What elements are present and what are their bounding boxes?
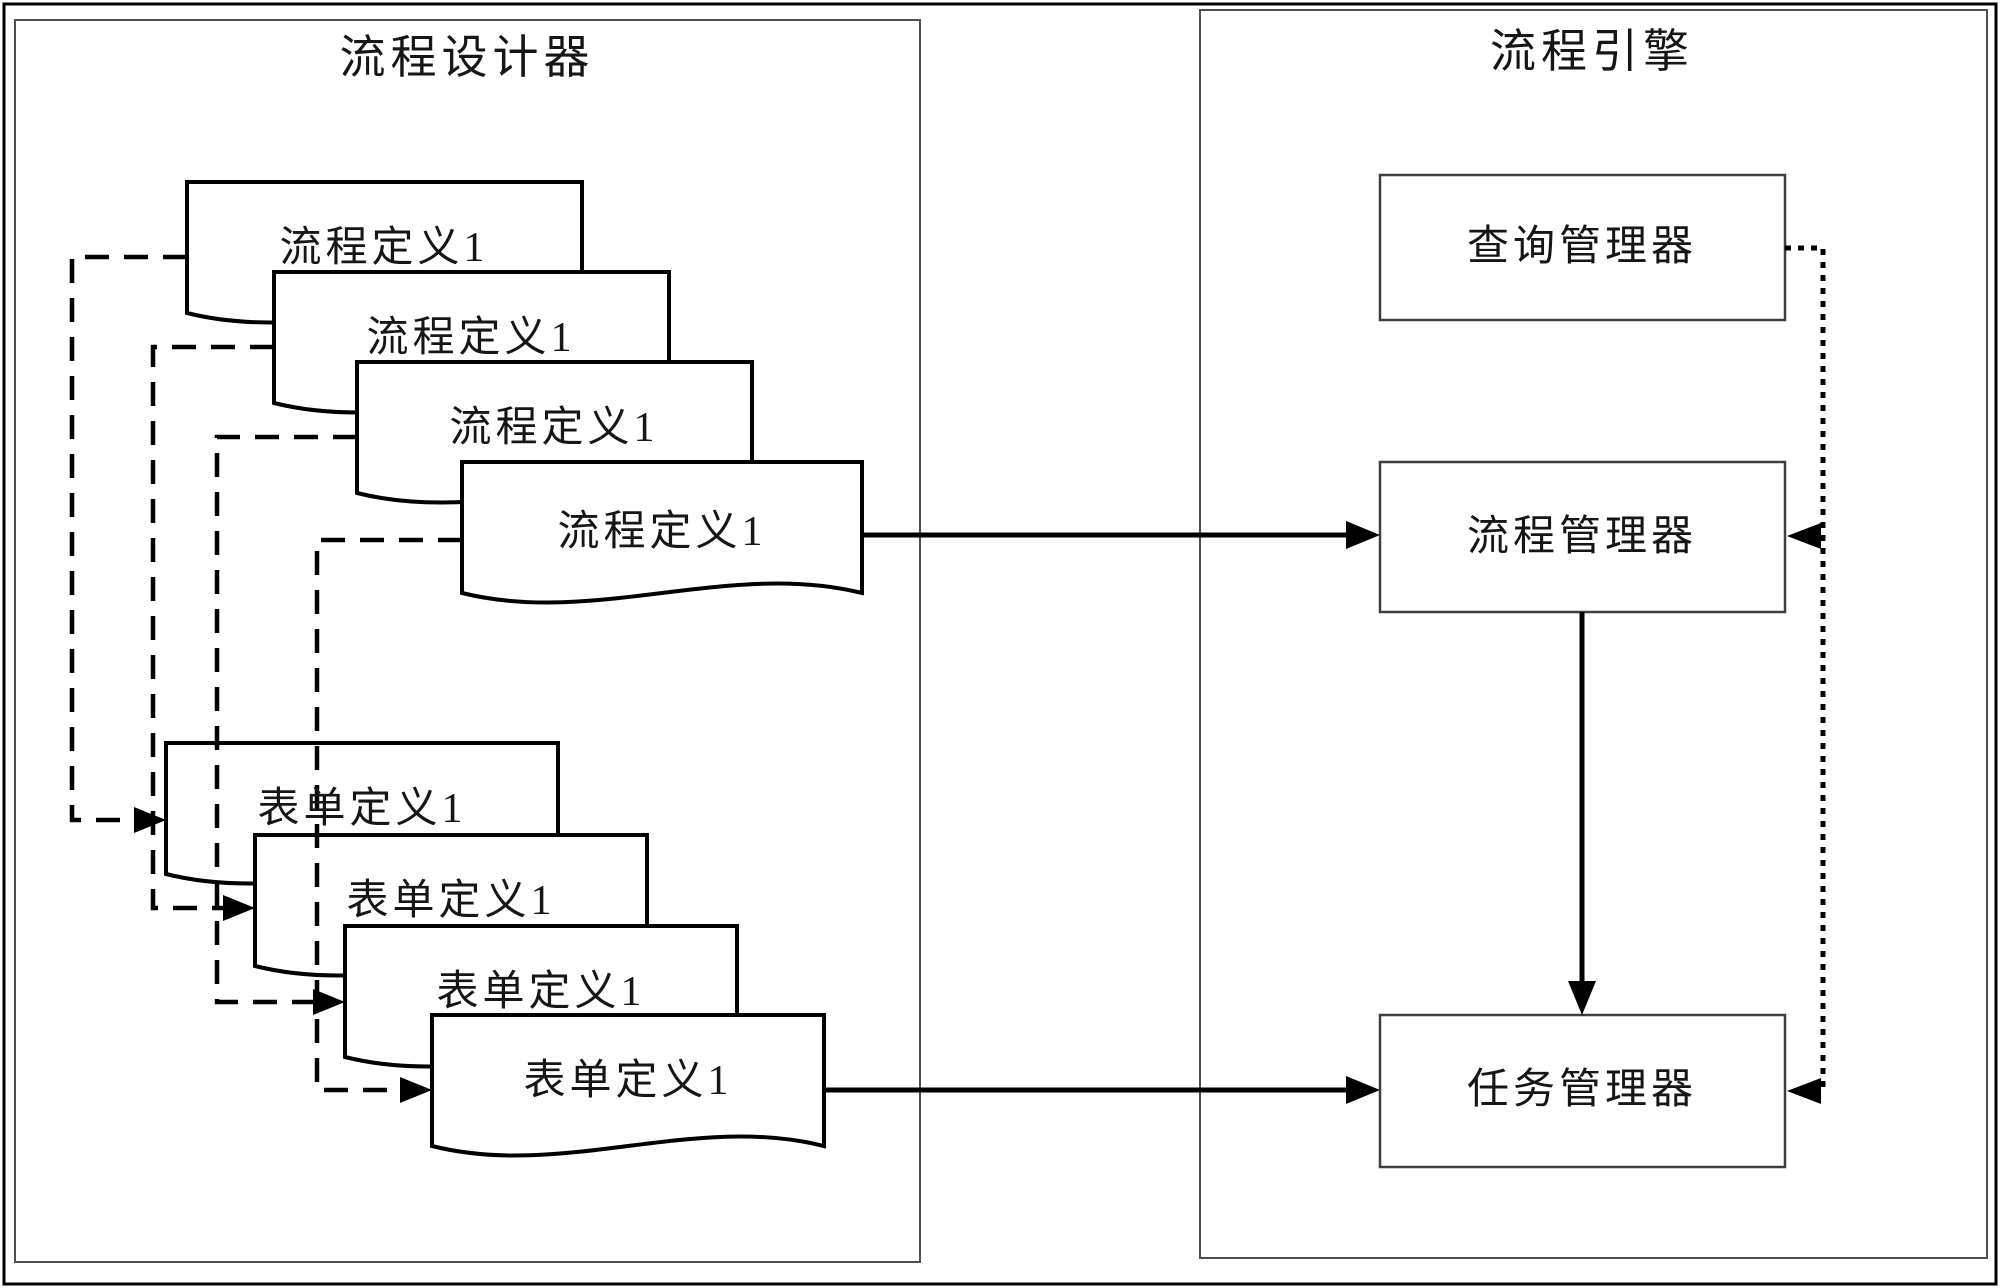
dashed-connector-3-arrowhead-icon [313, 989, 345, 1015]
arrow-formdef-arrowhead-icon [1346, 1076, 1380, 1104]
task-manager-label: 任务管理器 [1466, 1067, 1698, 1113]
process-definition-label-2: 流程定义1 [366, 315, 576, 361]
form-definition-label-1: 表单定义1 [257, 786, 467, 832]
process-definition-doc-4-shape [460, 460, 864, 605]
dashed-connector-1-arrowhead-icon [134, 807, 166, 833]
form-definition-label-4: 表单定义1 [523, 1058, 733, 1104]
dotted-arrowhead-into-process-manager-icon [1787, 523, 1821, 549]
arrow-processdef-arrowhead-icon [1346, 521, 1380, 549]
designer-panel-title: 流程设计器 [339, 32, 595, 83]
process-definition-label-4: 流程定义1 [557, 509, 767, 555]
process-manager-box [1378, 460, 1787, 614]
form-definition-label-3: 表单定义1 [436, 969, 646, 1015]
process-definition-label-3: 流程定义1 [449, 405, 659, 451]
process-manager-label: 流程管理器 [1466, 514, 1698, 560]
dashed-connector-2 [150, 344, 274, 911]
engine-panel-title: 流程引擎 [1490, 26, 1694, 77]
process-definition-label-1: 流程定义1 [279, 225, 489, 271]
dotted-arrowhead-into-task-manager-icon [1787, 1078, 1821, 1104]
dotted-connector-query-manager [1785, 245, 1826, 1091]
dashed-connector-4-arrowhead-icon [400, 1077, 432, 1103]
form-definition-doc-4-shape [430, 1013, 826, 1158]
dashed-connector-1 [69, 254, 187, 823]
task-manager-box [1378, 1013, 1787, 1169]
dashed-connector-3 [214, 434, 357, 1005]
dashed-connector-2-arrowhead-icon [223, 895, 255, 921]
arrow-process-to-task-arrowhead-icon [1568, 981, 1596, 1015]
query-manager-label: 查询管理器 [1466, 224, 1698, 270]
form-definition-label-2: 表单定义1 [346, 878, 556, 924]
